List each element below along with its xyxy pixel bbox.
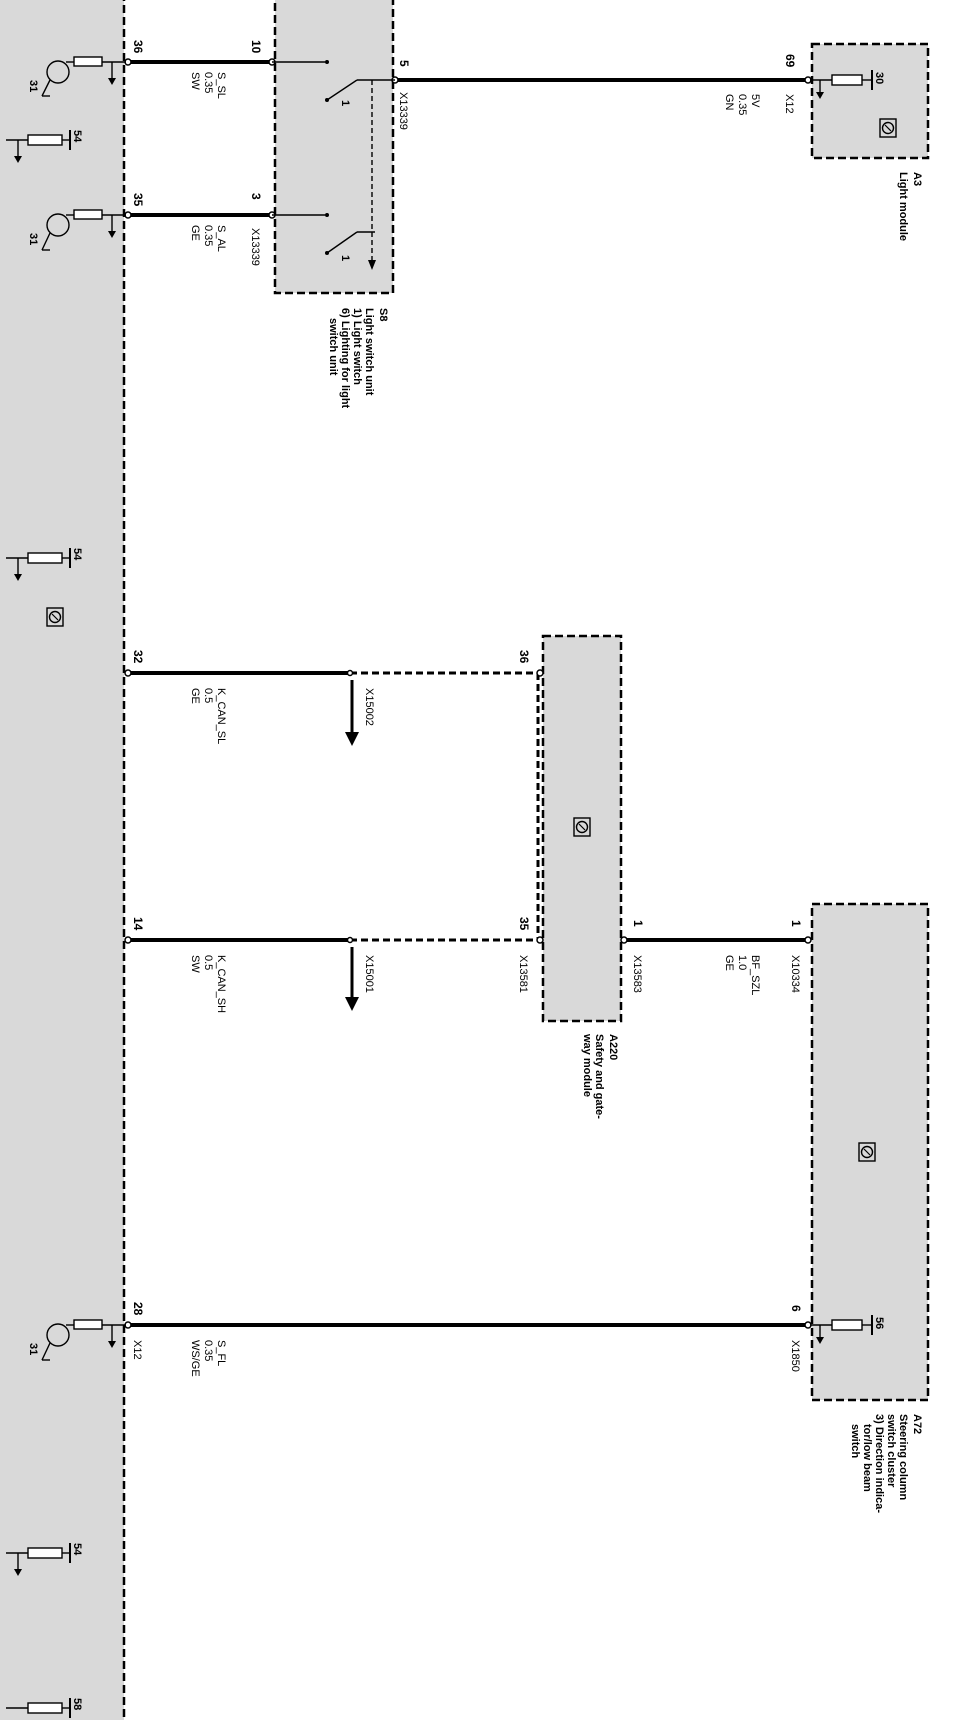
wire-label-name: S_FL <box>215 1340 227 1366</box>
wire-label-color: GE <box>189 225 201 241</box>
module-desc: switch cluster <box>885 1414 897 1488</box>
a72-input-resistor <box>810 1315 873 1344</box>
transistor-stage-2 <box>41 209 126 251</box>
wire-label-color: SW <box>189 72 201 90</box>
terminal-label: 56 <box>873 1317 885 1329</box>
module-desc: 3) Direction indica- <box>873 1414 885 1513</box>
pin-number: 35 <box>131 193 145 207</box>
control-unit-icon <box>573 817 591 837</box>
pin-number: 36 <box>131 40 145 54</box>
connector-label: X13339 <box>397 92 409 130</box>
main-module-box <box>0 0 126 1725</box>
terminal-label: 54 <box>71 130 83 143</box>
switch-contact-label: 1 <box>339 255 351 261</box>
module-id: A220 <box>607 1034 619 1060</box>
module-desc: way module <box>581 1033 593 1097</box>
wire-label-size: 0.35 <box>736 94 748 115</box>
control-unit-icon <box>858 1142 876 1162</box>
transistor-stage-3 <box>41 1319 126 1361</box>
wire-label-size: 0.5 <box>202 955 214 970</box>
s8-module-box <box>273 0 395 295</box>
wire-label-color: WS/GE <box>189 1340 201 1377</box>
terminal-label: 54 <box>71 1543 83 1556</box>
pin-number: 14 <box>131 917 145 931</box>
module-id: A3 <box>911 172 923 186</box>
connector-label: X12 <box>783 94 795 114</box>
a3-input-resistor <box>810 70 873 99</box>
wire-label-name: 5V <box>749 94 761 108</box>
pin-number: 32 <box>131 650 145 664</box>
module-id: A72 <box>911 1414 923 1434</box>
supply-resistor-54-a <box>6 130 71 163</box>
module-desc: switch unit <box>327 318 339 376</box>
terminal-label: 54 <box>71 548 83 561</box>
wire-label-color: GN <box>723 94 735 111</box>
wire-label-size: 0.35 <box>202 225 214 246</box>
wire-label-name: K_CAN_SL <box>215 688 227 744</box>
wire-label-name: S_SL <box>215 72 227 99</box>
terminal-label: 30 <box>873 72 885 84</box>
connector-label: X13339 <box>249 228 261 266</box>
ground-label: 31 <box>27 80 39 92</box>
connector-label: X12 <box>131 1340 143 1360</box>
wire-label-name: BF_SZL <box>749 955 761 995</box>
pin-number: 3 <box>249 193 263 200</box>
module-desc: 1) Light switch <box>351 308 363 385</box>
wire-label-color: SW <box>189 955 201 973</box>
a220-module-box <box>541 634 623 1023</box>
transistor-stage-1 <box>41 56 126 97</box>
splice-label: X15001 <box>363 955 375 993</box>
pin-number: 36 <box>517 650 531 664</box>
a72-module-box <box>810 902 930 1402</box>
wire-label-size: 0.35 <box>202 72 214 93</box>
wire-label-size: 1.0 <box>736 955 748 970</box>
wire-label-color: GE <box>189 688 201 704</box>
connector-label: X13581 <box>517 955 529 993</box>
ground-label: 31 <box>27 1343 39 1355</box>
pin-number: 10 <box>249 40 263 54</box>
module-id: S8 <box>377 308 389 321</box>
wire-label-size: 0.5 <box>202 688 214 703</box>
module-desc: Steering column <box>897 1414 909 1500</box>
supply-resistor-54-c <box>6 1543 71 1576</box>
supply-resistor-54-b <box>6 548 71 581</box>
pin-number: 35 <box>517 917 531 931</box>
light-switch-contacts <box>272 60 395 270</box>
pin-number: 5 <box>397 60 411 67</box>
connector-label: X13583 <box>631 955 643 993</box>
module-desc: Safety and gate- <box>593 1034 605 1119</box>
supply-resistor-58 <box>6 1698 71 1718</box>
connector-label: X1850 <box>789 1340 801 1372</box>
a3-module-box <box>810 42 930 160</box>
connector-label: X10334 <box>789 955 801 993</box>
control-unit-icon <box>46 607 64 627</box>
module-desc: 6) Lighting for light <box>339 308 351 409</box>
module-desc: Light module <box>897 172 909 241</box>
splice-arrow-icon <box>345 947 359 1011</box>
wire-label-name: S_AL <box>215 225 227 252</box>
module-desc: Light switch unit <box>363 308 375 396</box>
splice-arrow-icon <box>345 680 359 746</box>
pin-number: 69 <box>783 54 797 68</box>
wire-label-size: 0.35 <box>202 1340 214 1361</box>
control-unit-icon <box>879 118 897 138</box>
pin-number: 28 <box>131 1302 145 1316</box>
module-desc: switch <box>849 1424 861 1459</box>
wire-label-color: GE <box>723 955 735 971</box>
pin-number: 1 <box>631 920 645 927</box>
pin-number: 1 <box>789 920 803 927</box>
pin-number: 6 <box>789 1305 803 1312</box>
switch-contact-label: 1 <box>339 100 351 106</box>
terminal-label: 58 <box>71 1698 83 1710</box>
ground-label: 31 <box>27 233 39 245</box>
module-desc: tor/low beam <box>861 1424 873 1492</box>
wire-label-name: K_CAN_SH <box>215 955 227 1013</box>
splice-label: X15002 <box>363 688 375 726</box>
